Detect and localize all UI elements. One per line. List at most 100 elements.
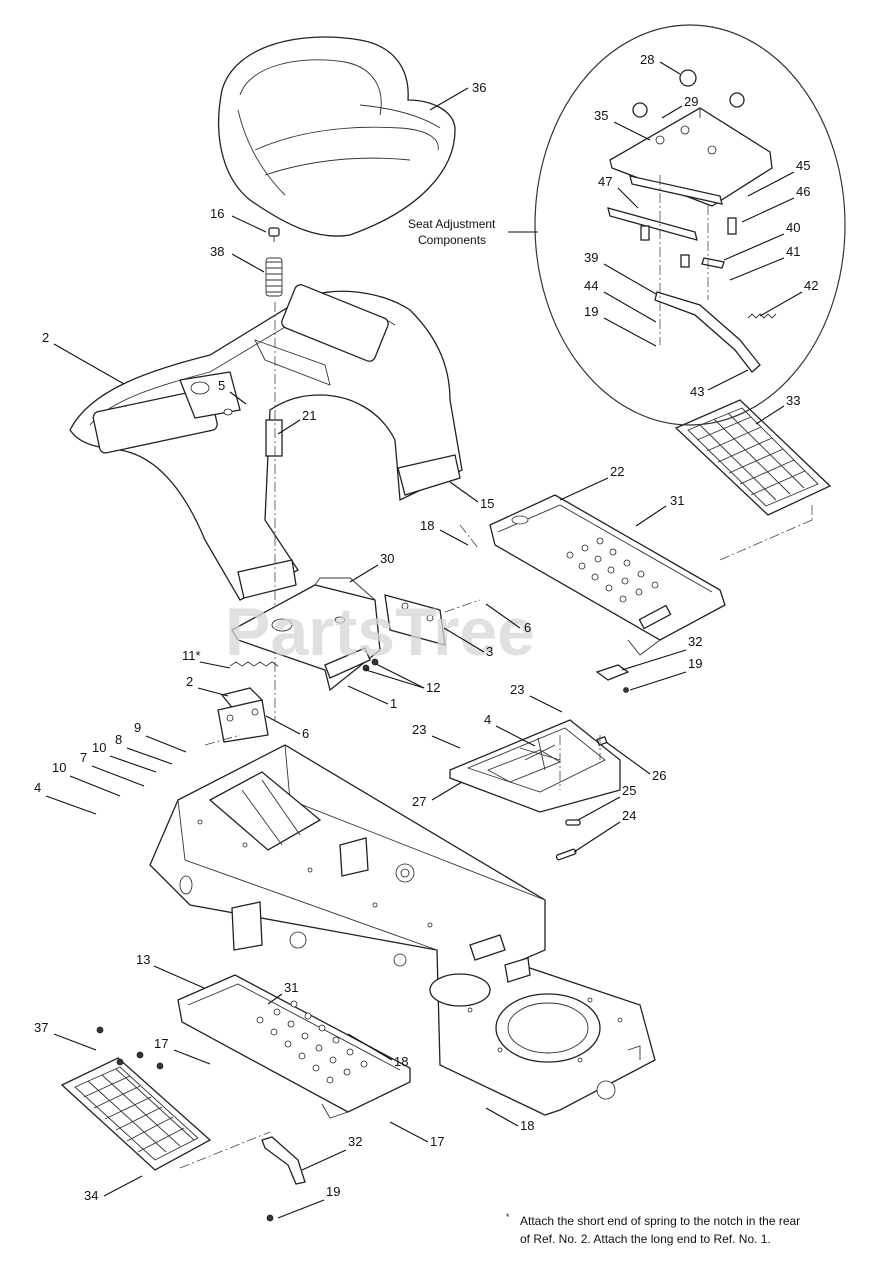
- callout-32-lower: 32: [301, 1134, 362, 1171]
- svg-text:6: 6: [524, 620, 531, 635]
- callout-6-lower: 6: [265, 715, 309, 741]
- callout-31-upper: 31: [635, 493, 684, 527]
- callout-37: 37: [34, 1020, 97, 1051]
- svg-text:22: 22: [610, 464, 624, 479]
- callout-30: 30: [349, 551, 394, 583]
- lower-bracket-part: [261, 1136, 306, 1222]
- svg-text:44: 44: [584, 278, 598, 293]
- upper-bracket-part: [595, 664, 630, 693]
- callout-11: 11*: [182, 648, 231, 669]
- svg-text:5: 5: [218, 378, 225, 393]
- callout-32-upper: 32: [621, 634, 702, 671]
- svg-text:19: 19: [326, 1184, 340, 1199]
- svg-text:12: 12: [426, 680, 440, 695]
- svg-text:7: 7: [80, 750, 87, 765]
- callout-19-inset: 19: [584, 304, 657, 347]
- svg-text:18: 18: [520, 1118, 534, 1133]
- callout-44: 44: [584, 278, 657, 323]
- assembly-footnote: * Attach the short end of spring to the …: [506, 1212, 876, 1248]
- callout-17-right: 17: [389, 1121, 444, 1149]
- svg-text:33: 33: [786, 393, 800, 408]
- callout-47: 47: [598, 174, 639, 209]
- svg-text:19: 19: [688, 656, 702, 671]
- svg-text:23: 23: [510, 682, 524, 697]
- svg-text:17: 17: [154, 1036, 168, 1051]
- svg-text:4: 4: [34, 780, 41, 795]
- callout-28: 28: [640, 52, 681, 75]
- inset-label-line-2: Components: [418, 233, 486, 247]
- svg-text:15: 15: [480, 496, 494, 511]
- footnote-line-1: Attach the short end of spring to the no…: [520, 1214, 801, 1228]
- left-footrest-part: [177, 974, 411, 1119]
- svg-text:32: 32: [348, 1134, 362, 1149]
- svg-text:28: 28: [640, 52, 654, 67]
- svg-text:18: 18: [394, 1054, 408, 1069]
- callout-23-left: 23: [412, 722, 461, 749]
- callout-18-lower: 18: [347, 1033, 408, 1069]
- callout-21: 21: [277, 408, 316, 435]
- svg-text:18: 18: [420, 518, 434, 533]
- callout-24: 24: [573, 808, 636, 853]
- callout-39: 39: [584, 250, 657, 295]
- svg-text:27: 27: [412, 794, 426, 809]
- callout-10-lower: 10: [52, 760, 121, 797]
- callout-4-pin: 4: [34, 780, 97, 815]
- callout-13: 13: [136, 952, 205, 989]
- callout-19-lower: 19: [277, 1184, 340, 1219]
- svg-text:31: 31: [284, 980, 298, 995]
- callout-9: 9: [134, 720, 187, 753]
- svg-text:10: 10: [52, 760, 66, 775]
- callouts: 36 16 38 2 5 21 15 18 22 31 33 30 6 3 11…: [34, 52, 818, 1219]
- svg-text:2: 2: [186, 674, 193, 689]
- svg-text:1: 1: [390, 696, 397, 711]
- callout-36: 36: [429, 80, 486, 111]
- callout-18-upper: 18: [420, 518, 469, 546]
- callout-19-upper: 19: [629, 656, 702, 691]
- svg-text:13: 13: [136, 952, 150, 967]
- callout-6-upper: 6: [485, 603, 531, 635]
- callout-2-hinge: 2: [186, 674, 229, 697]
- svg-text:17: 17: [430, 1134, 444, 1149]
- svg-text:42: 42: [804, 278, 818, 293]
- svg-text:47: 47: [598, 174, 612, 189]
- svg-text:36: 36: [472, 80, 486, 95]
- svg-text:25: 25: [622, 783, 636, 798]
- right-footrest-part: [489, 494, 726, 656]
- callout-42: 42: [759, 278, 818, 317]
- svg-text:10: 10: [92, 740, 106, 755]
- callout-8: 8: [115, 732, 173, 765]
- callout-22: 22: [559, 464, 624, 501]
- svg-text:26: 26: [652, 768, 666, 783]
- svg-text:21: 21: [302, 408, 316, 423]
- callout-34: 34: [84, 1175, 143, 1203]
- svg-text:30: 30: [380, 551, 394, 566]
- callout-29: 29: [661, 94, 698, 119]
- svg-text:46: 46: [796, 184, 810, 199]
- hinge-spring-part: [204, 661, 279, 746]
- svg-text:45: 45: [796, 158, 810, 173]
- seat-part: [217, 36, 456, 237]
- callout-15: 15: [449, 481, 494, 511]
- callout-17-left: 17: [154, 1036, 211, 1065]
- svg-text:3: 3: [486, 644, 493, 659]
- svg-text:8: 8: [115, 732, 122, 747]
- svg-text:24: 24: [622, 808, 636, 823]
- callout-41: 41: [729, 244, 800, 281]
- svg-text:32: 32: [688, 634, 702, 649]
- seat-pan-part: [231, 524, 481, 692]
- callout-26: 26: [605, 741, 666, 783]
- inset-label-line-1: Seat Adjustment: [408, 217, 496, 231]
- callout-10-upper: 10: [92, 740, 157, 773]
- svg-text:29: 29: [684, 94, 698, 109]
- svg-text:9: 9: [134, 720, 141, 735]
- chassis-frame-part: [149, 744, 656, 1116]
- callout-18-right: 18: [485, 1107, 534, 1133]
- callout-23-right: 23: [510, 682, 563, 713]
- seat-adjust-plate-part: [449, 719, 621, 861]
- callout-2-fender: 2: [42, 330, 125, 385]
- callout-1: 1: [347, 685, 397, 711]
- svg-text:16: 16: [210, 206, 224, 221]
- svg-text:4: 4: [484, 712, 491, 727]
- callout-12: 12: [365, 663, 440, 695]
- svg-text:35: 35: [594, 108, 608, 123]
